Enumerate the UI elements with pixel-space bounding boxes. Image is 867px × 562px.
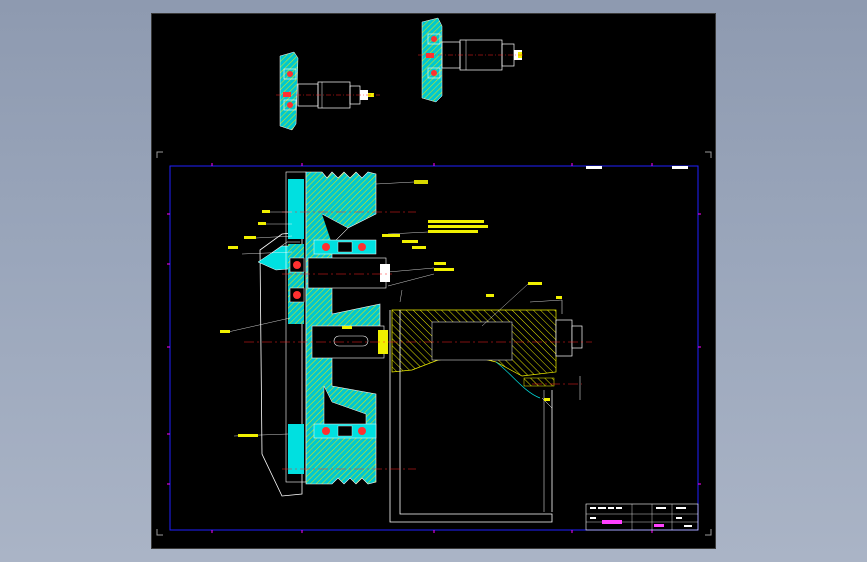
small-assembly-view-left	[276, 51, 380, 131]
main-section-view	[220, 171, 592, 523]
title-block	[585, 503, 699, 531]
drawing-frame	[167, 163, 701, 533]
cad-viewport[interactable]	[151, 13, 716, 549]
small-assembly-view-right	[418, 17, 524, 103]
cad-drawing	[156, 17, 712, 536]
corner-marks	[156, 151, 712, 536]
